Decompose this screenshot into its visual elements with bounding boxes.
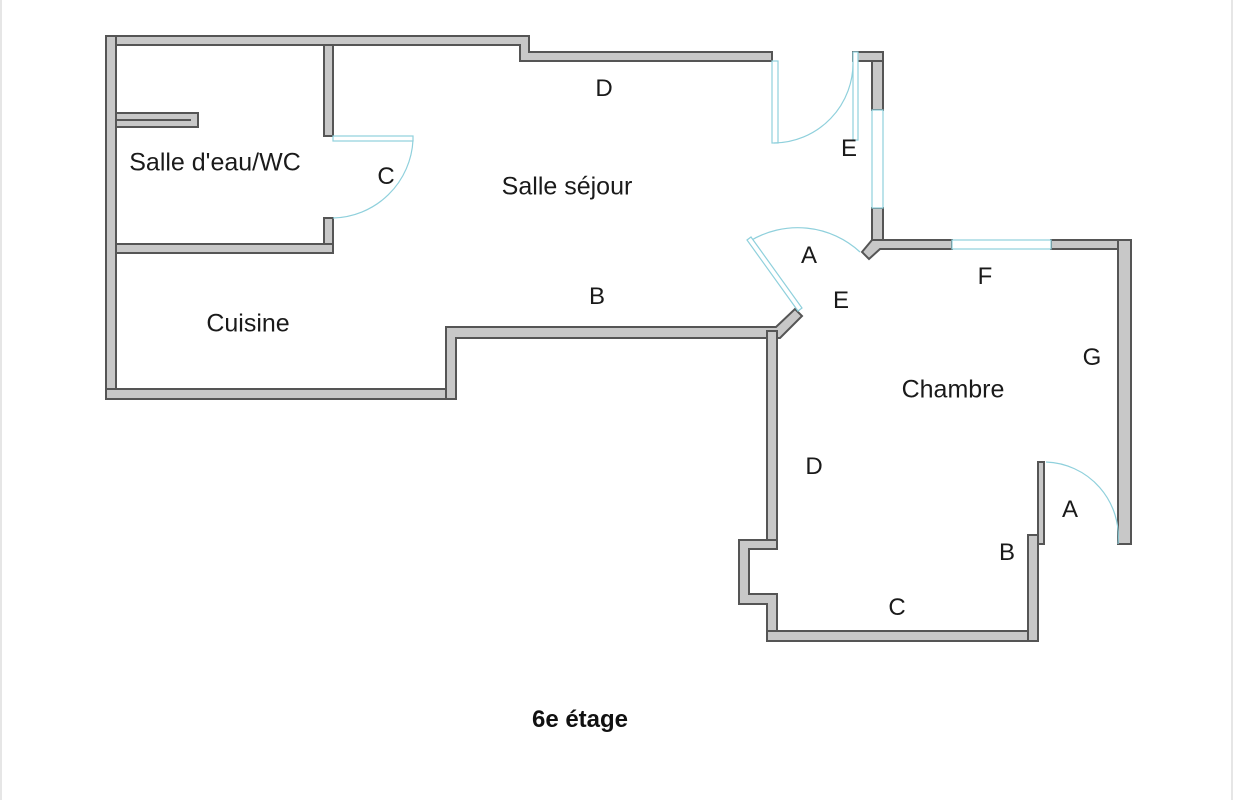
bathroom-east-wall-top xyxy=(323,44,334,137)
chambre-entry-swing xyxy=(749,227,861,253)
chambre-corner xyxy=(860,239,953,261)
sejour-south-wall xyxy=(445,307,804,400)
entrance-door-swing xyxy=(773,60,854,144)
room-label-sejour: Salle séjour xyxy=(501,172,633,201)
wall-label-sejour-d: D xyxy=(595,75,613,102)
chambre-east-wall xyxy=(1117,239,1132,545)
sejour-window xyxy=(771,60,779,144)
wall-label-chambre-g: G xyxy=(1082,344,1102,371)
south-wall-cuisine xyxy=(105,388,457,400)
wall-label-chambre-c: C xyxy=(888,594,906,621)
chambre-south-wall xyxy=(766,630,1039,642)
bathroom-south-wall xyxy=(115,243,334,254)
wall-label-chambre-f: F xyxy=(977,263,993,290)
north-wall-left xyxy=(106,35,773,62)
wall-label-chambre-a: A xyxy=(1061,496,1079,523)
wall-label-chambre-e: E xyxy=(832,287,850,314)
bathroom-door-leaf xyxy=(332,135,414,142)
chambre-west-wall xyxy=(766,330,778,550)
left-border xyxy=(0,0,2,800)
wall-label-sejour-b: B xyxy=(588,283,606,310)
wall-label-chambre-b: B xyxy=(998,539,1016,566)
chambre-door-jamb xyxy=(1037,461,1045,545)
right-border xyxy=(1231,0,1233,800)
chambre-east-jog xyxy=(1027,534,1045,642)
wall-label-sejour-e: E xyxy=(840,135,858,162)
entrance-door-leaf xyxy=(852,51,859,141)
floor-title: 6e étage xyxy=(531,706,629,733)
wall-label-sejour-a: A xyxy=(800,242,818,269)
room-label-cuisine: Cuisine xyxy=(206,309,290,338)
wall-label-sejour-c: C xyxy=(377,163,395,190)
west-wall xyxy=(105,35,117,400)
bathroom-door-swing xyxy=(332,139,414,219)
wall-label-chambre-d: D xyxy=(805,453,823,480)
room-label-chambre: Chambre xyxy=(901,375,1005,404)
chambre-window xyxy=(951,239,1052,250)
chambre-niche xyxy=(738,539,778,641)
entrance-window xyxy=(871,109,884,209)
chambre-entry-leaf xyxy=(746,236,803,312)
room-label-salle-eau: Salle d'eau/WC xyxy=(129,148,301,177)
chambre-door-swing xyxy=(1045,461,1119,545)
